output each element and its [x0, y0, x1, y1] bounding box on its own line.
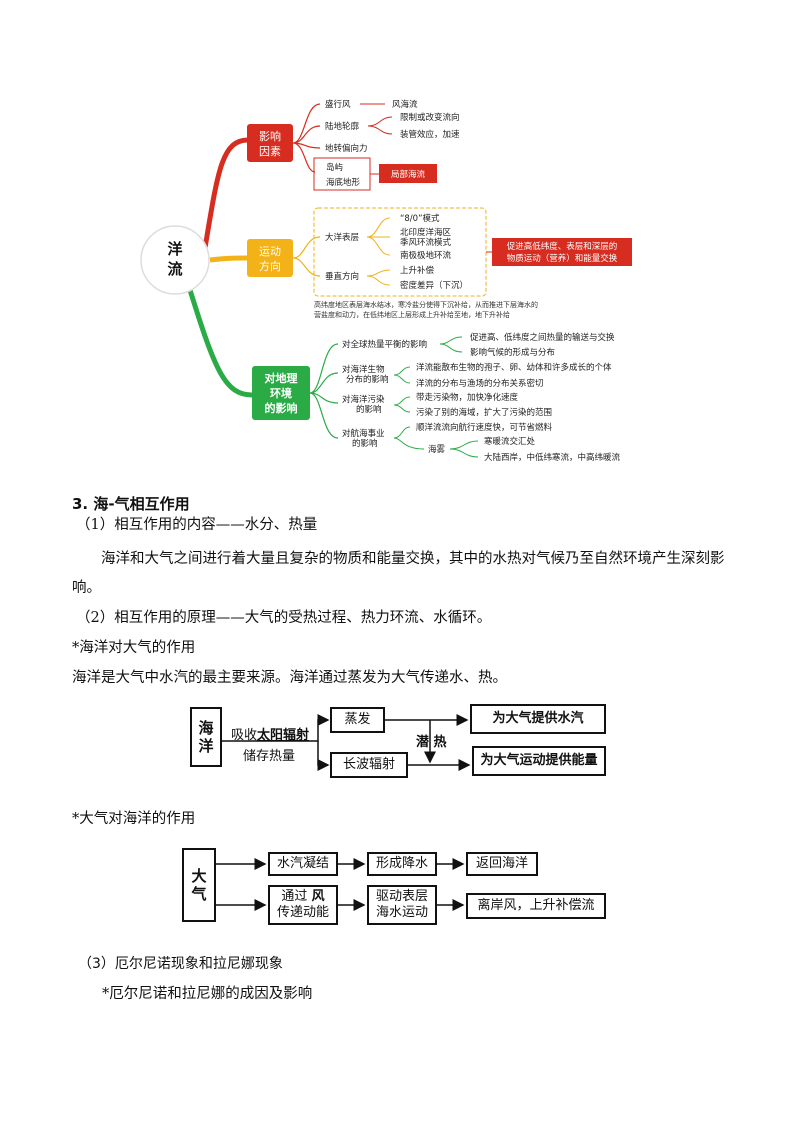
atmosphere-char-2: 气: [191, 885, 207, 903]
latent-heat-label: 潜 热: [416, 735, 447, 750]
evaporation-box: 蒸发: [330, 707, 385, 733]
dir-footnote-1: 高纬度地区表层海水结冰，寒冷盐分使得下沉补给，从而推进下层海水的: [314, 300, 538, 309]
dir-antarctic: 南极极地环流: [400, 250, 452, 261]
offshore-box: 离岸风，上升补偿流: [466, 893, 606, 919]
p3-heading: （3）厄尔尼诺现象和拉尼娜现象: [78, 956, 283, 972]
precip-box: 形成降水: [367, 852, 437, 876]
impact-pollution-2: 的影响: [356, 404, 382, 415]
factor-coriolis: 地转偏向力: [325, 143, 368, 154]
section-title: 3. 海-气相互作用: [72, 495, 190, 513]
factors-label-1: 影响: [259, 130, 281, 143]
wind-box: 通过 风 传递动能: [268, 885, 338, 925]
factor-island: 岛屿: [326, 162, 344, 173]
impact-pollution-b: 污染了别的海域，扩大了污染的范围: [416, 407, 552, 418]
factors-label-2: 因素: [259, 145, 281, 158]
dir-north-indian-1: 北印度洋海区: [400, 227, 452, 238]
dir-pattern: “8/0”模式: [400, 213, 440, 224]
absorb-prefix: 吸收: [231, 728, 258, 743]
store-label: 储存热量: [243, 749, 296, 764]
impact-shipping-2: 的影响: [352, 438, 378, 449]
ocean-to-air-body: 海洋是大气中水汽的最主要来源。海洋通过蒸发为大气传递水、热。: [72, 670, 507, 686]
factor-wind: 盛行风: [325, 99, 351, 110]
impact-label-2: 环境: [270, 386, 292, 400]
factor-local-flow: 局部海流: [391, 169, 426, 180]
ocean-current-mindmap: 洋 流 影响 因素 盛行风 风海流 陆地轮廓 限制或改变流向 装管效应，加速 地…: [140, 99, 632, 463]
wind-bold: 风: [311, 889, 325, 904]
impact-balance-2: 影响气候的形成与分布: [470, 347, 555, 358]
p1-heading: （1）相互作用的内容——水分、热量: [76, 517, 318, 533]
dir-footnote-2: 营盐度和动力，在低纬地区上层形成上升补给至地，地下升补给: [314, 310, 510, 319]
branch-line-direction: [209, 255, 248, 263]
dir-surface: 大洋表层: [325, 232, 359, 243]
drive-line-2: 海水运动: [375, 905, 428, 920]
dir-density: 密度差异（下沉）: [400, 280, 468, 291]
root-label-1: 洋: [167, 240, 182, 258]
ocean-to-air-heading: *海洋对大气的作用: [72, 640, 196, 656]
ocean-char-1: 海: [198, 719, 214, 737]
impact-shipping-a: 顺洋流流向航行速度快，可节省燃料: [416, 422, 553, 433]
local-flow-badge: [379, 164, 437, 183]
drive-line-1: 驱动表层: [375, 889, 428, 904]
impact-bio-a: 洋流能散布生物的孢子、卵、幼体和许多成长的个体: [416, 362, 612, 373]
direction-label-1: 运动: [259, 245, 281, 258]
direction-label-2: 方向: [259, 259, 281, 273]
factors-node: [247, 124, 293, 162]
impact-fog-2: 大陆西岸，中低纬寒流，中高纬暖流: [484, 452, 621, 463]
root-label-2: 流: [167, 260, 182, 278]
air-to-ocean-heading: *大气对海洋的作用: [72, 811, 196, 827]
absorb-label: 吸收太阳辐射: [231, 724, 309, 743]
atmosphere-char-1: 大: [191, 867, 207, 885]
factor-seafloor: 海底地形: [326, 177, 361, 188]
factor-shipping: 装管效应，加速: [400, 129, 460, 140]
ocean-char-2: 洋: [198, 737, 214, 755]
root-node: [140, 225, 210, 295]
dir-vertical: 垂直方向: [325, 271, 359, 282]
condense-box: 水汽凝结: [268, 852, 338, 876]
wind-line-2: 传递动能: [276, 905, 329, 920]
p3-sub: *厄尔尼诺和拉尼娜的成因及影响: [102, 986, 313, 1002]
impact-fog: 海雾: [428, 444, 446, 455]
return-box: 返回海洋: [466, 852, 538, 876]
impact-fog-1: 寒暖流交汇处: [484, 436, 536, 447]
direction-node: [247, 239, 293, 277]
impact-label-1: 对地理: [265, 371, 298, 385]
impact-shipping-1: 对航海事业: [342, 428, 385, 439]
impact-node: [252, 366, 310, 420]
impact-pollution-1: 对海洋污染: [342, 394, 385, 405]
impact-bio-2: 分布的影响: [346, 374, 389, 385]
atmosphere-box: 大 气: [182, 848, 216, 922]
absorb-bold: 太阳辐射: [257, 728, 310, 743]
impact-balance-1: 促进高、低纬度之间热量的输送与交换: [470, 332, 615, 343]
branch-line-impact: [187, 289, 253, 398]
dir-summary-1: 促进高低纬度、表层和深层的: [507, 241, 618, 252]
branch-line-factors: [202, 137, 249, 249]
factor-wind-drift: 风海流: [392, 99, 418, 110]
wind-line-1: 通过 风: [281, 889, 324, 905]
impact-bio-b: 洋流的分布与渔场的分布关系密切: [416, 378, 544, 389]
impact-pollution-a: 带走污染物，加快净化速度: [416, 392, 519, 403]
drive-box: 驱动表层 海水运动: [367, 885, 437, 925]
factor-limit: 限制或改变流向: [400, 112, 460, 123]
impact-bio-1: 对海洋生物: [342, 364, 385, 375]
impact-label-3: 的影响: [265, 401, 298, 415]
ocean-box: 海 洋: [190, 707, 222, 767]
impact-balance: 对全球热量平衡的影响: [342, 339, 427, 350]
dir-north-indian-2: 季风环流模式: [400, 237, 452, 248]
p2-heading: （2）相互作用的原理——大气的受热过程、热力环流、水循环。: [76, 610, 492, 626]
dir-upwelling: 上升补偿: [400, 265, 435, 276]
out-energy-box: 为大气运动提供能量: [472, 746, 606, 776]
longwave-box: 长波辐射: [330, 752, 408, 778]
factor-coastline: 陆地轮廓: [325, 121, 360, 132]
dir-summary-2: 物质运动（营养）和能量交换: [507, 253, 618, 264]
out-vapor-box: 为大气提供水汽: [470, 704, 606, 734]
p1-body: 海洋和大气之间进行着大量且复杂的物质和能量交换，其中的水热对气候乃至自然环境产生…: [72, 551, 725, 596]
dir-summary-badge: [492, 238, 632, 266]
wind-prefix: 通过: [281, 889, 312, 904]
